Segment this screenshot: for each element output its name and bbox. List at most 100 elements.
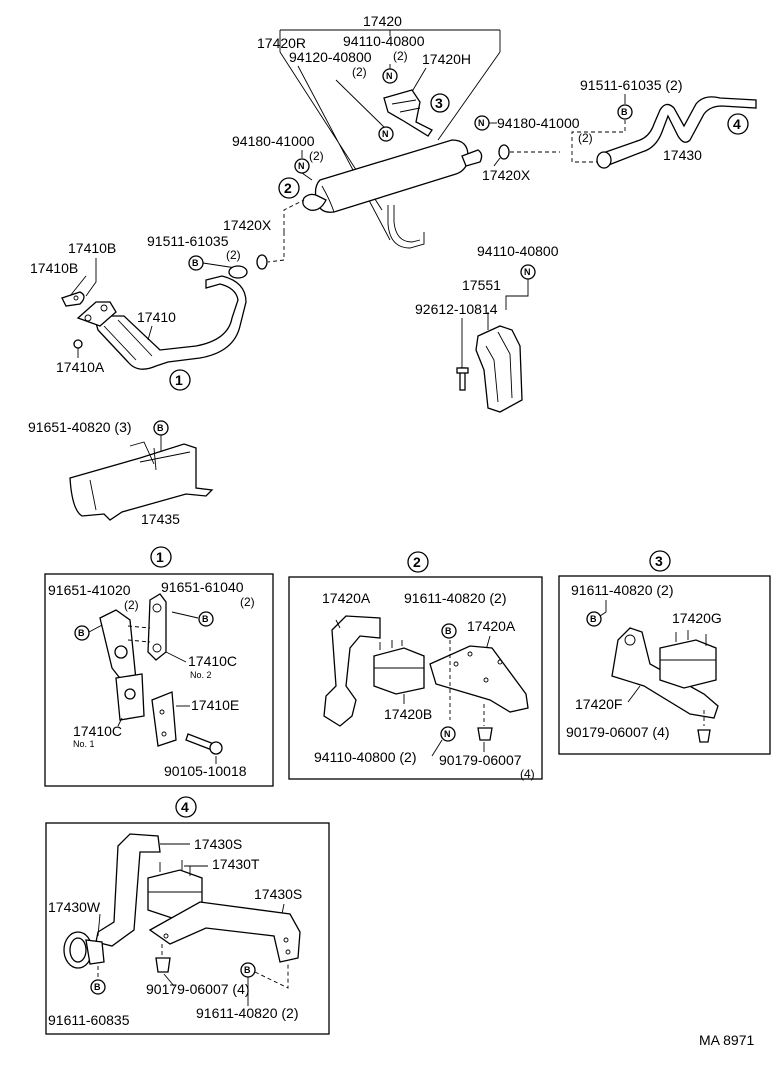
detail-panel-3: 3 91611-40820 (2) B 17420G 17420F 90179-…: [558, 550, 771, 755]
label-94180-right: 94180-41000: [497, 115, 580, 131]
detail-panel-1: 1 91651-41020 (2) 91651-61040 (2) B B 17…: [44, 546, 274, 787]
bolt-symbol: B: [188, 255, 204, 271]
bolt-symbol: B: [586, 611, 602, 627]
label-17430S-b: 17430S: [254, 886, 302, 902]
svg-text:N: N: [478, 118, 485, 128]
svg-text:N: N: [386, 71, 393, 81]
bolt-symbol: B: [90, 979, 106, 995]
label-94110-d2: 94110-40800 (2): [314, 749, 416, 765]
label-17410A: 17410A: [56, 359, 105, 375]
label-17420R: 17420R: [257, 35, 306, 51]
label-17430W: 17430W: [48, 899, 101, 915]
label-17420X-right: 17420X: [482, 167, 531, 183]
label-91611-d2: 91611-40820 (2): [404, 590, 506, 606]
detail-4-title: 4: [175, 796, 197, 818]
bolt-symbol: B: [441, 623, 457, 639]
svg-text:4: 4: [181, 799, 189, 815]
label-17410C-no2: 17410C: [188, 653, 237, 669]
figure-code: MA 8971: [699, 1032, 754, 1048]
label-17430T: 17430T: [212, 856, 260, 872]
label-17420A-b: 17420A: [467, 618, 516, 634]
svg-text:N: N: [444, 729, 451, 739]
svg-text:B: B: [94, 982, 101, 992]
label-17410: 17410: [137, 309, 176, 325]
label-17420F: 17420F: [575, 696, 622, 712]
callout-2: 2: [278, 177, 300, 199]
svg-text:N: N: [382, 129, 389, 139]
nut-symbol: N: [378, 126, 394, 142]
label-17420X-left: 17420X: [223, 217, 272, 233]
label-91611-d3: 91611-40820 (2): [571, 582, 673, 598]
label-no1: No. 1: [73, 739, 95, 749]
label-17420A-a: 17420A: [322, 590, 371, 606]
nut-symbol: N: [474, 115, 490, 131]
svg-text:4: 4: [733, 116, 741, 132]
label-94180-right-qty: (2): [578, 131, 593, 145]
svg-text:2: 2: [284, 180, 292, 196]
detail-panel-4: 4 17430S 17430T 17430S 17430W B 91611-60…: [45, 796, 330, 1035]
svg-text:3: 3: [655, 553, 663, 569]
svg-text:B: B: [244, 965, 251, 975]
bolt-symbol: B: [617, 104, 633, 120]
label-91611-40820-d4: 91611-40820 (2): [196, 1005, 298, 1021]
detail-2-frame: [288, 576, 543, 780]
svg-text:B: B: [590, 614, 597, 624]
label-91651-61040-qty: (2): [240, 595, 255, 609]
label-17410B-b: 17410B: [30, 260, 78, 276]
callout-4: 4: [727, 113, 749, 135]
bolt-symbol: B: [240, 962, 256, 978]
detail-3-frame: [558, 575, 771, 755]
detail-1-title: 1: [150, 546, 172, 568]
label-91611-60835: 91611-60835: [48, 1012, 130, 1028]
label-90179-d3: 90179-06007 (4): [566, 724, 670, 740]
label-90179-d4: 90179-06007 (4): [146, 981, 250, 997]
label-94110-mid: 94110-40800: [477, 243, 559, 259]
label-91651-mid: 91651-40820 (3): [28, 419, 132, 435]
callout-1: 1: [169, 369, 191, 391]
label-91651-61040: 91651-61040: [161, 579, 244, 595]
svg-text:B: B: [192, 258, 199, 268]
svg-text:3: 3: [435, 95, 443, 111]
svg-text:N: N: [298, 161, 305, 171]
label-17435: 17435: [141, 511, 180, 527]
svg-text:B: B: [157, 423, 164, 433]
detail-panel-2: 2 17420A 91611-40820 (2) B 17420A 17420B…: [288, 551, 543, 781]
svg-text:1: 1: [175, 372, 183, 388]
label-94120-qty: (2): [352, 65, 367, 79]
nut-symbol: N: [440, 726, 456, 742]
label-17420G: 17420G: [672, 610, 722, 626]
svg-text:B: B: [445, 626, 452, 636]
detail-2-title: 2: [407, 551, 429, 573]
label-91511-right: 91511-61035 (2): [580, 77, 682, 93]
bolt-symbol: B: [153, 420, 169, 436]
svg-text:2: 2: [413, 554, 421, 570]
label-92612: 92612-10814: [415, 301, 498, 317]
detail-3-title: 3: [649, 550, 671, 572]
label-90179-d2: 90179-06007: [439, 752, 522, 768]
label-17410E: 17410E: [191, 697, 239, 713]
label-17551: 17551: [462, 277, 501, 293]
svg-text:N: N: [524, 267, 531, 277]
label-no2: No. 2: [190, 670, 212, 680]
label-90105: 90105-10018: [164, 763, 247, 779]
label-17420: 17420: [363, 13, 402, 29]
label-91511-left-qty: (2): [226, 248, 241, 262]
label-17410B-a: 17410B: [68, 240, 116, 256]
svg-text:B: B: [78, 628, 85, 638]
label-17410C-no1: 17410C: [73, 723, 122, 739]
label-94110-top-qty: (2): [393, 49, 408, 63]
label-17430: 17430: [663, 147, 702, 163]
label-90179-d2-qty: (4): [520, 767, 535, 781]
label-94180-left: 94180-41000: [232, 133, 315, 149]
nut-symbol: N: [520, 264, 536, 280]
label-94120: 94120-40800: [289, 49, 372, 65]
label-17420B: 17420B: [384, 706, 432, 722]
svg-text:B: B: [621, 107, 628, 117]
label-94180-left-qty: (2): [309, 149, 324, 163]
main-assembly: 17420 17420R 94110-40800 (2) 94120-40800…: [28, 13, 757, 527]
nut-symbol: N: [294, 158, 310, 174]
nut-symbol: N: [382, 68, 398, 84]
label-94110-top: 94110-40800: [343, 33, 425, 49]
label-91511-left: 91511-61035: [147, 233, 229, 249]
label-91651-41020: 91651-41020: [48, 582, 131, 598]
